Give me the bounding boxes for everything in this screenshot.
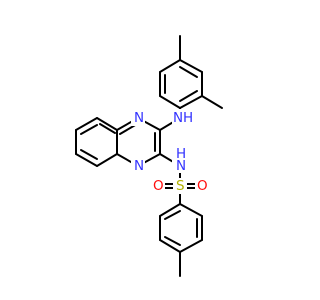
atom-label: H [176,146,186,162]
bond [96,153,118,167]
bond [75,153,98,167]
bond [164,236,181,246]
atom-sulfonamide-nitrogen: H N [172,146,188,174]
atom-label: N [134,158,144,174]
bond [80,149,98,160]
atom-label: S [176,178,185,194]
atom-ring-nitrogen-top: N [131,110,145,126]
atom-label: N [176,158,186,174]
bond [96,117,118,131]
atom-oxygen-right: O [195,178,209,194]
bond [179,90,198,102]
bond [179,95,203,109]
bond [159,95,181,109]
atom-label: O [153,178,164,194]
atom-sulfur: S [173,178,187,194]
bond [75,117,98,131]
atom-label: N [173,110,183,126]
bond [179,239,203,253]
atom-label: H [183,110,193,126]
bond [80,124,98,135]
bond [179,203,203,217]
bond [159,239,181,253]
molecule-structure: N H N N H N S [75,35,223,277]
bond [164,210,181,220]
atom-label: O [197,178,208,194]
bond [99,123,116,134]
bond [201,95,223,109]
atom-amine-nitrogen: N H [172,109,196,127]
bond [179,66,198,78]
atom-labels: N H N N H N S [131,109,209,194]
atom-oxygen-left: O [151,178,165,194]
molecule-diagram: N H N N H N S [75,35,223,277]
bond [159,203,181,217]
atom-ring-nitrogen-bottom: N [131,158,145,174]
bonds [75,35,223,277]
bond [159,59,181,73]
atom-label: N [134,110,144,126]
bond [179,59,203,73]
